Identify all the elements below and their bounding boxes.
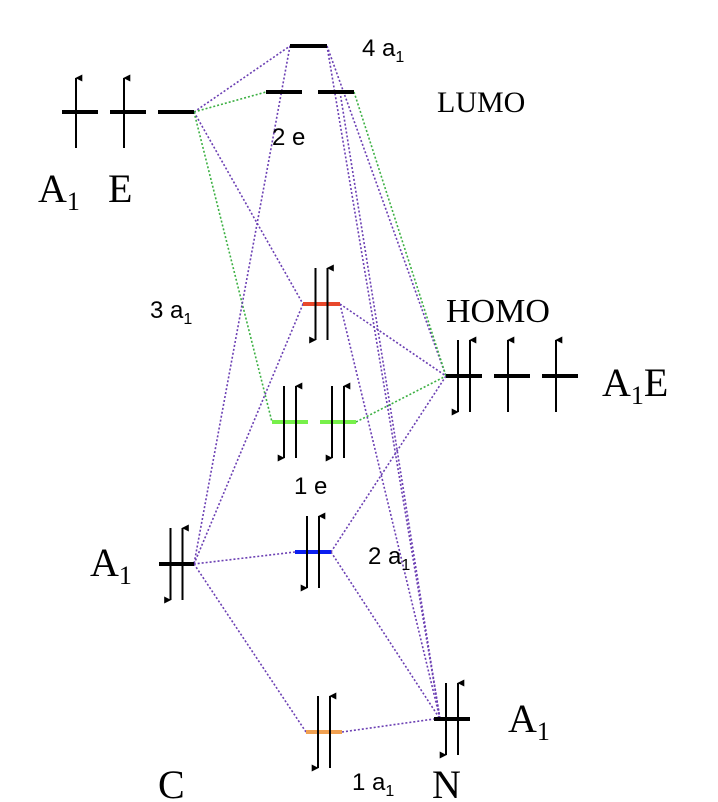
label-2a1: 2 a1 (368, 543, 410, 574)
energy-levels (62, 44, 578, 734)
correlation-line-purple (339, 303, 441, 720)
correlation-line-green (193, 91, 267, 113)
label-2e: 2 e (272, 124, 305, 151)
correlation-line-purple (193, 563, 307, 733)
label-c-p-a1: A1 (38, 166, 80, 216)
correlation-lines (193, 45, 447, 733)
label-1e: 1 e (294, 473, 327, 500)
correlation-line-purple (193, 111, 304, 305)
label-c-p-e: E (108, 166, 132, 211)
homo-label: HOMO (446, 293, 550, 330)
electron-arrows (75, 74, 563, 772)
label-n-p-a1-e: A1E (602, 360, 668, 410)
correlation-line-purple (339, 303, 447, 377)
label-3a1: 3 a1 (150, 297, 192, 328)
correlation-line-green (193, 111, 273, 423)
label-n-s-a1: A1 (508, 696, 550, 746)
correlation-line-purple (341, 718, 435, 733)
correlation-line-green (353, 91, 447, 377)
correlation-line-purple (193, 303, 304, 565)
correlation-line-purple (326, 45, 441, 720)
label-1a1: 1 a1 (352, 769, 394, 800)
correlation-line-purple (193, 551, 296, 565)
atom-label-n: N (432, 762, 461, 802)
correlation-line-green (355, 375, 447, 423)
correlation-line-purple (330, 551, 441, 720)
label-c-s-a1: A1 (90, 540, 132, 590)
atom-label-c: C (158, 762, 185, 802)
label-4a1: 4 a1 (362, 35, 404, 66)
lumo-label: LUMO (437, 86, 525, 119)
correlation-line-purple (326, 45, 447, 377)
correlation-line-purple (193, 45, 291, 113)
correlation-line-purple (330, 375, 447, 553)
